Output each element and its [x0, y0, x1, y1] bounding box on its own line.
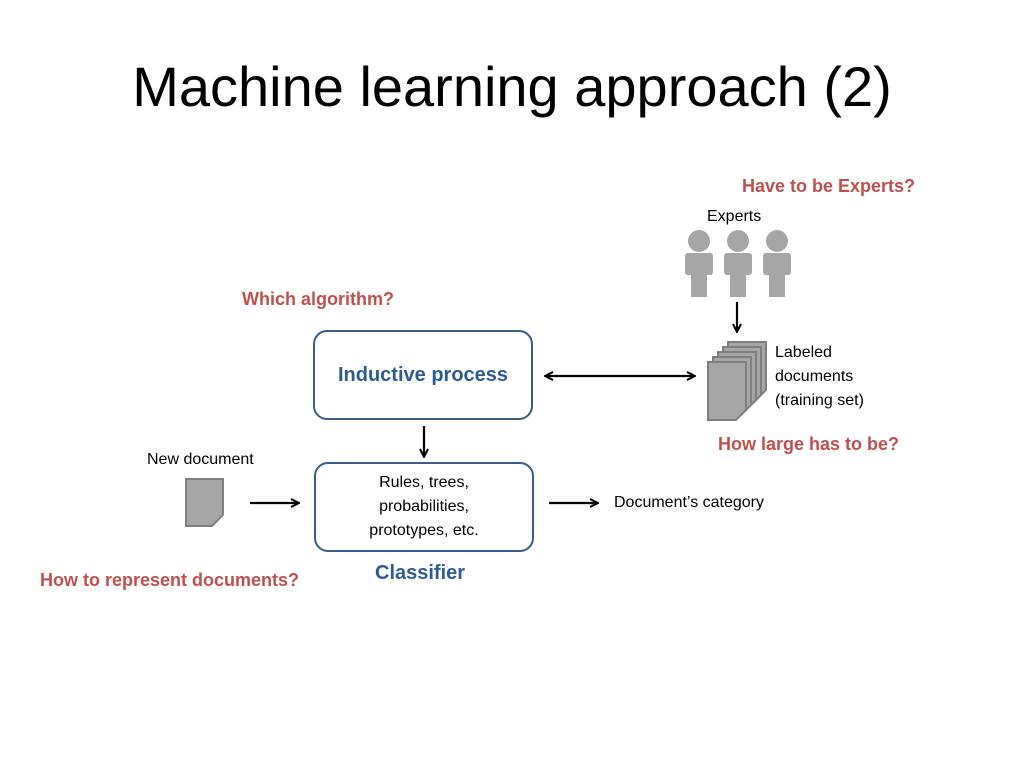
question-representation: How to represent documents?: [40, 570, 300, 590]
person-icon: [763, 230, 791, 297]
classifier-line-2: probabilities,: [379, 498, 469, 515]
classifier-box: Rules, trees, probabilities, prototypes,…: [314, 462, 534, 552]
experts-label: Experts: [707, 208, 762, 225]
document-icon: [185, 478, 224, 527]
labeled-line-3: (training set): [775, 392, 864, 409]
document-category-label: Document’s category: [614, 494, 764, 511]
labeled-line-1: Labeled: [775, 344, 832, 361]
labeled-line-2: documents: [775, 368, 854, 385]
labeled-documents-label: Labeled documents (training set): [775, 341, 864, 413]
question-experts: Have to be Experts?: [742, 176, 916, 196]
person-icon: [724, 230, 752, 297]
question-algorithm: Which algorithm?: [242, 289, 394, 309]
classifier-line-1: Rules, trees,: [379, 474, 469, 491]
classifier-line-3: prototypes, etc.: [369, 522, 479, 539]
classifier-caption: Classifier: [375, 562, 466, 584]
inductive-process-label: Inductive process: [337, 363, 509, 386]
person-icon: [685, 230, 713, 297]
question-size: How large has to be?: [718, 434, 900, 454]
inductive-process-box: Inductive process: [313, 330, 533, 420]
document-stack-icon: [707, 341, 767, 421]
slide-title: Machine learning approach (2): [132, 55, 892, 118]
new-document-label: New document: [147, 451, 254, 468]
